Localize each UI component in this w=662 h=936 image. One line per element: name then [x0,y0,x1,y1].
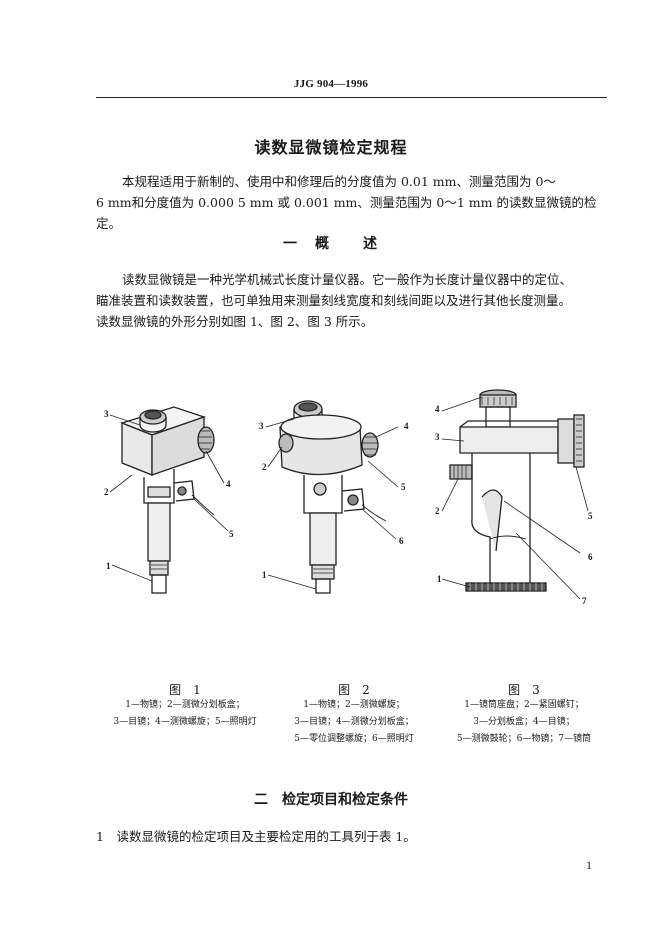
fig3-callout-4: 4 [435,404,440,414]
figure-1-caption-line-2: 3—目镜；4—测微螺旋；5—照明灯 [113,717,257,727]
overview-line-3: 读数显微镜的外形分别如图 1、图 2、图 3 所示。 [96,314,374,329]
figure-3-caption: 1—镜筒座盘；2—紧固螺钉； 3—分划板盒；4—目镜； 5—测微鼓轮；6—物镜；… [434,697,614,748]
fig1-callout-4: 4 [226,479,231,489]
figure-1-caption-line-1: 1—物镜；2—测微分划板盒； [125,700,245,710]
figure-2-caption-line-3: 5—零位调整螺旋；6—照明灯 [294,734,414,744]
fig3-callout-1: 1 [437,574,442,584]
figure-2-caption-line-2: 3—目镜；4—测微分划板盒； [294,717,414,727]
fig1-callout-2: 2 [104,487,109,497]
fig3-callout-5: 5 [588,511,593,521]
figure-3-caption-line-1: 1—镜筒座盘；2—紧固螺钉； [464,700,584,710]
fig3-callout-3: 3 [435,432,440,442]
fig1-callout-3: 3 [104,409,109,419]
fig2-callout-1: 1 [262,570,267,580]
section-2-heading: 二 检定项目和检定条件 [254,792,408,808]
figure-1-drawing [109,406,229,594]
fig2-callout-5: 5 [401,482,406,492]
section-2-item-1: 1 读数显微镜的检定项目及主要检定用的工具列于表 1。 [96,829,416,844]
figure-1-label: 图 1 [169,683,201,697]
overview-line-1: 读数显微镜是一种光学机械式长度计量仪器。它一般作为长度计量仪器中的定位、 [122,272,573,287]
intro-paragraph: 本规程适用于新制的、使用中和修理后的分度值为 0.01 mm、测量范围为 0～ … [96,171,608,234]
fig2-callout-2: 2 [262,462,267,472]
figure-3-drawing [441,389,589,600]
figure-3-caption-line-3: 5—测微鼓轮；6—物镜；7—镜筒 [456,734,592,744]
intro-line-2: 6 mm和分度值为 0.000 5 mm 或 0.001 mm、测量范围为 0～… [96,195,597,231]
fig3-callout-6: 6 [588,552,593,562]
figure-2-caption-line-1: 1—物镜；2—测微螺旋； [303,700,405,710]
intro-line-1: 本规程适用于新制的、使用中和修理后的分度值为 0.01 mm、测量范围为 0～ [122,174,556,189]
page-number: 1 [586,858,592,872]
figure-1-caption: 1—物镜；2—测微分划板盒； 3—目镜；4—测微螺旋；5—照明灯 [95,697,275,731]
fig2-callout-3: 3 [259,421,264,431]
figure-3-label: 图 3 [508,683,540,697]
running-header: JJG 904—1996 [293,78,369,90]
overview-line-2: 瞄准装置和读数装置，也可单独用来测量刻线宽度和刻线间距以及进行其他长度测量。 [96,293,572,308]
fig1-callout-1: 1 [106,561,111,571]
fig1-callout-5: 5 [229,529,234,539]
fig2-callout-6: 6 [399,536,404,546]
section-1-heading: 一 概 述 [283,236,379,252]
figure-3-caption-line-2: 3—分划板盒；4—目镜； [473,717,575,727]
header-rule [96,97,607,98]
fig2-callout-4: 4 [404,421,409,431]
fig3-callout-7: 7 [582,596,587,606]
page-title: 读数显微镜检定规程 [254,138,408,157]
figure-2-caption: 1—物镜；2—测微螺旋； 3—目镜；4—测微分划板盒； 5—零位调整螺旋；6—照… [264,697,444,748]
overview-paragraph: 读数显微镜是一种光学机械式长度计量仪器。它一般作为长度计量仪器中的定位、 瞄准装… [96,269,608,332]
fig3-callout-2: 2 [435,506,440,516]
figure-2-label: 图 2 [338,683,370,697]
figure-2-drawing [265,400,399,594]
